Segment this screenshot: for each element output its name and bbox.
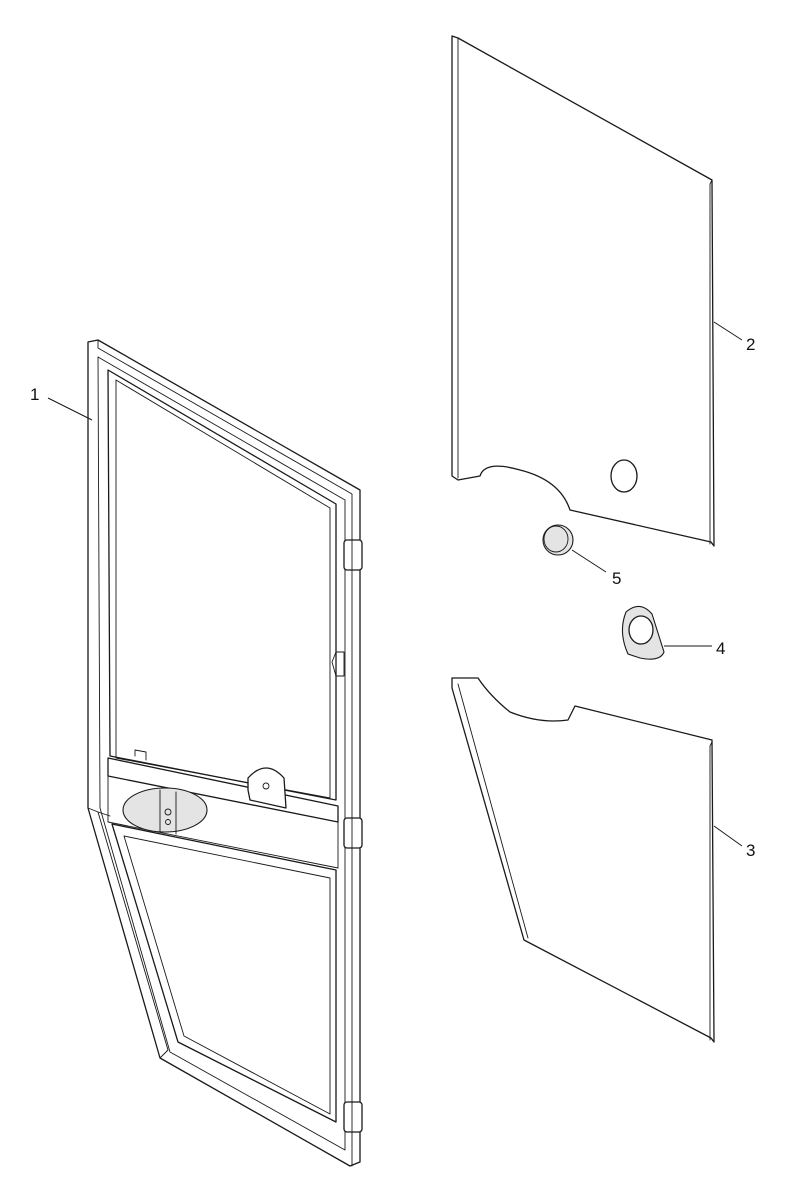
callout-5: 5 [612, 569, 621, 588]
leader-5 [571, 549, 607, 573]
callout-4: 4 [716, 639, 725, 658]
leader-1 [47, 397, 93, 421]
round-plug [542, 524, 574, 556]
callout-2: 2 [746, 335, 755, 354]
upper-glass-panel [451, 35, 715, 547]
callout-1: 1 [30, 385, 39, 404]
lower-glass-panel [451, 677, 715, 1043]
leader-2 [713, 321, 743, 341]
leader-lines [47, 321, 743, 847]
door-frame [87, 339, 363, 1167]
callout-3: 3 [746, 841, 755, 860]
leader-3 [713, 825, 743, 847]
grommet-bracket [621, 605, 665, 660]
callout-labels: 1 2 3 4 5 [30, 335, 755, 860]
